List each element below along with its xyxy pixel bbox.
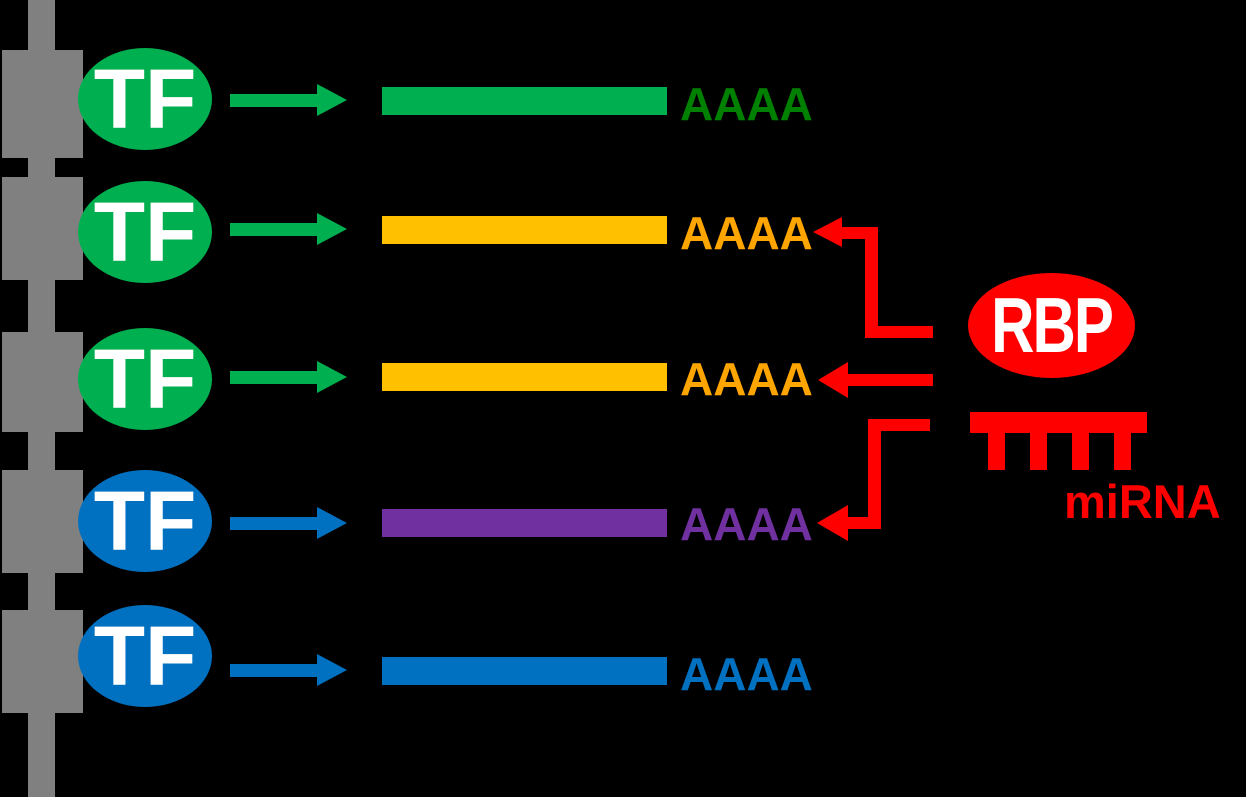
tf-oval-4: TF [78, 470, 212, 572]
gene-locus-block-2 [2, 177, 83, 280]
mrna-bar-5 [382, 657, 667, 685]
rbp-arrow-head-row3 [818, 362, 848, 398]
polya-tail-label-5: AAAA [680, 648, 813, 700]
transcription-arrow-shaft-1 [230, 94, 317, 107]
transcription-arrow-head-5 [317, 654, 347, 686]
mrna-bar-4 [382, 509, 667, 537]
rbp-arrow-stub-row2 [865, 326, 933, 338]
mirna-arrow-shaft-row4 [848, 517, 881, 529]
gene-locus-block-3 [2, 332, 83, 432]
tf-oval-5: TF [78, 605, 212, 707]
transcription-arrow-shaft-2 [230, 223, 317, 236]
polya-tail-label-3: AAAA [680, 353, 813, 405]
mirna-comb-icon [970, 412, 1147, 433]
polya-tail-label-4: AAAA [680, 498, 813, 550]
tf-oval-3: TF [78, 328, 212, 430]
mirna-arrow-stub-row4 [868, 419, 930, 431]
tf-label-1: TF [93, 52, 197, 146]
transcription-arrow-shaft-3 [230, 371, 317, 384]
mrna-bar-3 [382, 363, 667, 391]
tf-label-3: TF [93, 332, 197, 426]
mirna-comb-tooth-2 [1030, 433, 1047, 470]
tf-oval-2: TF [78, 181, 212, 283]
transcription-arrow-shaft-4 [230, 517, 317, 530]
mirna-arrow-head-row4 [817, 505, 848, 541]
mirna-arrow-vertical-row4 [868, 419, 881, 529]
mirna-comb-tooth-1 [988, 433, 1005, 470]
gene-locus-block-4 [2, 470, 83, 573]
transcription-arrow-head-4 [317, 507, 347, 539]
gene-locus-block-1 [2, 50, 83, 158]
polya-tail-label-2: AAAA [680, 207, 813, 259]
mrna-bar-2 [382, 216, 667, 244]
tf-oval-1: TF [78, 48, 212, 150]
tf-label-4: TF [93, 474, 197, 568]
tf-label-2: TF [93, 185, 197, 279]
transcription-arrow-head-2 [317, 213, 347, 245]
rbp-arrow-shaft-row3 [848, 374, 933, 386]
mirna-label: miRNA [1064, 475, 1221, 528]
tf-label-5: TF [93, 609, 197, 703]
rbp-oval: RBP [968, 273, 1135, 378]
transcription-arrow-head-3 [317, 361, 347, 393]
rbp-arrow-vertical-row2 [865, 227, 878, 338]
rbp-label: RBP [991, 281, 1114, 369]
mirna-comb-tooth-3 [1072, 433, 1089, 470]
gene-locus-block-5 [2, 610, 83, 713]
mrna-bar-1 [382, 87, 667, 115]
transcription-arrow-shaft-5 [230, 664, 317, 677]
mirna-comb-tooth-4 [1114, 433, 1131, 470]
rbp-arrow-head-row2 [813, 217, 842, 247]
polya-tail-label-1: AAAA [680, 78, 813, 130]
transcription-arrow-head-1 [317, 84, 347, 116]
